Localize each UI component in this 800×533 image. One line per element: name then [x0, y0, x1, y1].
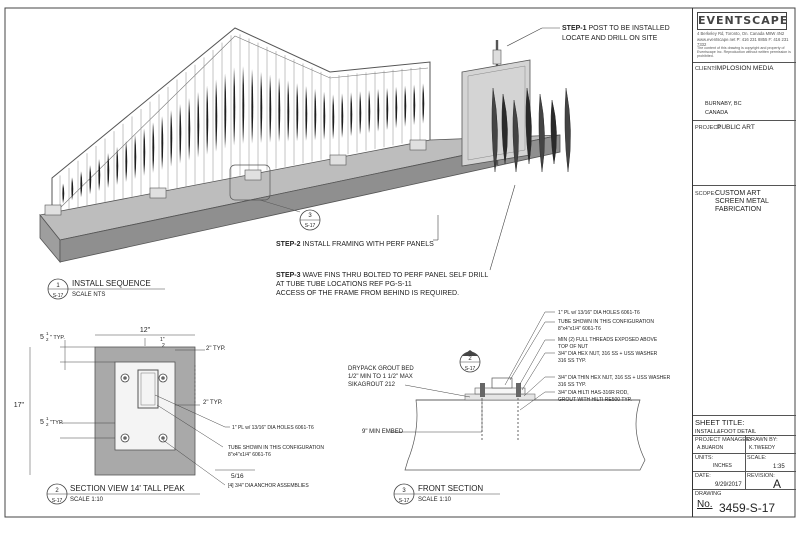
- sheet-title: INSTALL&FOOT DETAIL: [695, 429, 757, 435]
- callout-3-num: 3: [308, 213, 312, 219]
- sheet-border: [4, 7, 796, 518]
- svg-text:1: 1: [46, 331, 49, 336]
- client-section: CLIENT: IMPLOSION MEDIA BURNABY, BC CANA…: [693, 62, 796, 121]
- title-block: EVENTSCAPE 4 Berkeley Rd, Toronto, On. C…: [692, 8, 796, 517]
- drawing-number: 3459-S-17: [719, 501, 776, 515]
- svg-text:1: 1: [56, 283, 60, 289]
- copyright-note: The content of this drawing is copyright…: [697, 46, 791, 59]
- step1-note: STEP-1 POST TO BE INSTALLED: [562, 25, 670, 32]
- svg-text:5/16: 5/16: [231, 473, 244, 480]
- svg-text:8"x4"x1/4" 6061-T6: 8"x4"x1/4" 6061-T6: [558, 326, 601, 332]
- svg-text:17": 17": [14, 402, 25, 409]
- step3-note: STEP-3 WAVE FINS THRU BOLTED TO PERF PAN…: [276, 272, 488, 279]
- svg-text:1": 1": [160, 337, 165, 343]
- svg-text:3/4" DIA HILTI HAS-316R ROD,: 3/4" DIA HILTI HAS-316R ROD,: [558, 390, 629, 396]
- section-view: 12" 1" 2 5 1 2 " TYP. 2" TYP. 2" TYP. 17…: [14, 327, 325, 489]
- detail-callout-box: [229, 164, 271, 201]
- svg-text:12": 12": [140, 327, 151, 334]
- svg-text:3/4" DIA HEX NUT, 316 SS + USS: 3/4" DIA HEX NUT, 316 SS + USS WASHER: [558, 351, 658, 357]
- svg-text:S-17: S-17: [465, 366, 476, 372]
- svg-text:3: 3: [402, 488, 406, 494]
- svg-text:TUBE SHOWN IN THIS CONFIGURATI: TUBE SHOWN IN THIS CONFIGURATION: [228, 445, 324, 451]
- view-2-label: 2 S-17 SECTION VIEW 14' TALL PEAK SCALE …: [46, 483, 200, 505]
- scope-line-3: FABRICATION: [715, 206, 762, 213]
- install-sequence-view: 3 S-17: [39, 27, 571, 264]
- scope-line-1: CUSTOM ART: [715, 190, 761, 197]
- svg-text:3/4" DIA THIN HEX NUT, 316 SS: 3/4" DIA THIN HEX NUT, 316 SS + USS WASH…: [558, 375, 671, 381]
- eventscape-logo: EVENTSCAPE: [697, 12, 787, 30]
- svg-text:1: 1: [46, 416, 49, 421]
- view-1-label: 1 S-17 INSTALL SEQUENCE SCALE NTS: [47, 278, 165, 300]
- view-2-scale: SCALE 1:10: [70, 497, 104, 503]
- svg-text:2: 2: [46, 337, 49, 342]
- front-leaders: [504, 311, 555, 411]
- firm-contact: www.eventscape.net P: 416 231 8855 F: 41…: [697, 37, 789, 47]
- svg-text:316 SS TYP.: 316 SS TYP.: [558, 382, 586, 388]
- project-name: PUBLIC ART: [717, 124, 755, 131]
- svg-text:5: 5: [40, 334, 44, 341]
- view-3-title: FRONT SECTION: [418, 484, 483, 493]
- svg-text:SIKAGROUT 212: SIKAGROUT 212: [348, 382, 396, 388]
- svg-text:S-17: S-17: [399, 498, 410, 504]
- svg-text:DRYPACK GROUT BED: DRYPACK GROUT BED: [348, 366, 414, 372]
- svg-text:316 SS TYP.: 316 SS TYP.: [558, 358, 586, 364]
- step2-note: STEP-2 INSTALL FRAMING WITH PERF PANELS: [276, 241, 434, 248]
- frame-fins: [59, 34, 425, 212]
- loose-fins: [491, 87, 571, 173]
- front-tube: [491, 377, 513, 389]
- svg-text:"TYP.: "TYP.: [50, 420, 64, 426]
- view-3-label: 3 S-17 FRONT SECTION SCALE 1:10: [393, 483, 500, 505]
- svg-text:1" PL w/ 13/16" DIA HOLES 6061: 1" PL w/ 13/16" DIA HOLES 6061-T6: [558, 310, 640, 316]
- svg-text:2: 2: [468, 356, 472, 362]
- step3-note-line3: ACCESS OF THE FRAME FROM BEHIND IS REQUI…: [276, 290, 459, 297]
- callout-3-ref: S-17: [305, 223, 316, 229]
- svg-text:" TYP.: " TYP.: [50, 335, 65, 341]
- step1-note-line2: LOCATE AND DRILL ON SITE: [562, 35, 658, 42]
- svg-text:2: 2: [162, 343, 165, 349]
- svg-text:8"x4"x1/4" 6061-T6: 8"x4"x1/4" 6061-T6: [228, 452, 271, 458]
- scope-section: SCOPE: CUSTOM ART SCREEN METAL FABRICATI…: [693, 185, 796, 416]
- client-city: BURNABY, BC: [705, 101, 742, 107]
- svg-text:[4] 3/4" DIA ANCHOR ASSEMBLIES: [4] 3/4" DIA ANCHOR ASSEMBLIES: [228, 483, 309, 489]
- view-2-title: SECTION VIEW 14' TALL PEAK: [70, 484, 185, 493]
- svg-text:GROUT WITH HILTI RE500 TYP.: GROUT WITH HILTI RE500 TYP.: [558, 397, 632, 403]
- anchor-holes: [120, 373, 168, 443]
- scope-line-2: SCREEN METAL: [715, 198, 769, 205]
- svg-text:TUBE SHOWN IN THIS CONFIGURATI: TUBE SHOWN IN THIS CONFIGURATION: [558, 319, 654, 325]
- svg-text:2: 2: [55, 488, 59, 494]
- front-grout-bed: [464, 393, 536, 401]
- view-1-title: INSTALL SEQUENCE: [72, 279, 151, 288]
- svg-text:S-17: S-17: [52, 498, 63, 504]
- front-footing: [404, 399, 646, 471]
- svg-text:5: 5: [40, 419, 44, 426]
- svg-text:9" MIN EMBED: 9" MIN EMBED: [362, 429, 404, 435]
- step3-note-line2: AT TUBE TUBE LOCATIONS REF PG-S-11: [276, 281, 412, 288]
- view-1-scale: SCALE NTS: [72, 292, 105, 298]
- drawing-number-section: DRAWING No. 3459-S-17: [693, 489, 796, 518]
- svg-text:S-17: S-17: [53, 293, 64, 299]
- svg-text:2" TYP.: 2" TYP.: [206, 346, 226, 352]
- frame-outline: [51, 27, 431, 215]
- section-tube: [137, 369, 159, 409]
- svg-text:1" PL w/ 13/16" DIA HOLES 6061: 1" PL w/ 13/16" DIA HOLES 6061-T6: [232, 425, 314, 431]
- view-3-scale: SCALE 1:10: [418, 497, 452, 503]
- svg-text:TOP OF NUT: TOP OF NUT: [558, 344, 588, 350]
- client-name: IMPLOSION MEDIA: [715, 65, 774, 72]
- firm-address: 4 Berkeley Rd, Toronto, On. Canada M8W 4…: [697, 31, 785, 36]
- project-section: PROJECT: PUBLIC ART: [693, 120, 796, 186]
- front-section-view: 9" MIN EMBED DRYPACK GROUT BED 1/2" MIN …: [348, 310, 671, 471]
- sheet-title-section: SHEET TITLE: INSTALL&FOOT DETAIL: [693, 415, 796, 436]
- svg-text:2: 2: [46, 422, 49, 427]
- svg-text:1/2" MIN TO 1 1/2" MAX: 1/2" MIN TO 1 1/2" MAX: [348, 374, 413, 380]
- svg-text:MIN (2) FULL THREADS EXPOSED A: MIN (2) FULL THREADS EXPOSED ABOVE: [558, 337, 658, 343]
- svg-text:2" TYP.: 2" TYP.: [203, 400, 223, 406]
- base-plates: [44, 139, 427, 216]
- client-country: CANADA: [705, 110, 728, 116]
